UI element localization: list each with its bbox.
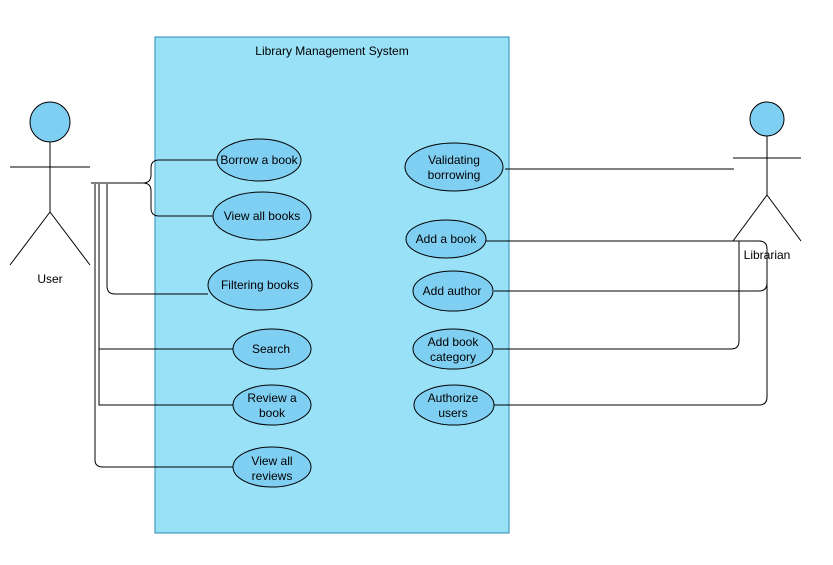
system-title: Library Management System [255, 44, 408, 58]
use-case-add-category: Add book category [412, 328, 494, 370]
actor-librarian-label: Librarian [744, 248, 791, 262]
use-case-label-line1: Validating [428, 153, 480, 167]
use-case-label: Filtering books [221, 278, 299, 292]
use-case-label: View all books [224, 209, 301, 223]
use-case-label-line1: Authorize [428, 391, 479, 405]
use-case-add-author: Add author [412, 270, 494, 312]
use-case-authorize: Authorize users [413, 384, 495, 426]
use-case-add-book: Add a book [405, 219, 487, 259]
use-case-label-line2: borrowing [428, 168, 481, 182]
use-case-label-line2: book [259, 406, 286, 420]
use-case-borrow: Borrow a book [216, 138, 302, 182]
use-case-label: Borrow a book [220, 153, 298, 167]
use-case-label: Search [252, 342, 290, 356]
use-case-label-line1: Add book [428, 335, 480, 349]
assoc-user-view-reviews [94, 184, 233, 468]
assoc-librarian-add-category [494, 241, 740, 350]
use-case-label: Add author [423, 284, 482, 298]
actor-user-label: User [37, 272, 62, 286]
use-case-label: Add a book [416, 232, 478, 246]
actor-head-icon [29, 101, 71, 143]
use-case-label-line1: Review a [247, 391, 297, 405]
use-case-review: Review a book [232, 384, 312, 426]
use-case-label-line2: category [430, 350, 476, 364]
use-case-label-line2: reviews [252, 469, 293, 483]
assoc-librarian-add-author [484, 240, 768, 292]
assoc-user-filter [106, 184, 208, 295]
use-case-label-line2: users [438, 406, 467, 420]
assoc-user-borrow [91, 159, 217, 184]
use-case-filter: Filtering books [207, 259, 313, 311]
actor-user [9, 101, 91, 266]
actor-head-icon [749, 101, 785, 137]
use-case-search: Search [232, 328, 312, 370]
use-case-validate: Validating borrowing [404, 142, 504, 192]
actor-librarian [732, 101, 802, 242]
use-case-label-line1: View all [251, 454, 292, 468]
assoc-librarian-authorize [494, 260, 768, 406]
assoc-user-view-books [91, 182, 213, 217]
use-case-view-reviews: View all reviews [232, 446, 312, 488]
use-case-view-books: View all books [212, 191, 312, 241]
associations [91, 159, 768, 468]
assoc-user-review [98, 184, 233, 406]
